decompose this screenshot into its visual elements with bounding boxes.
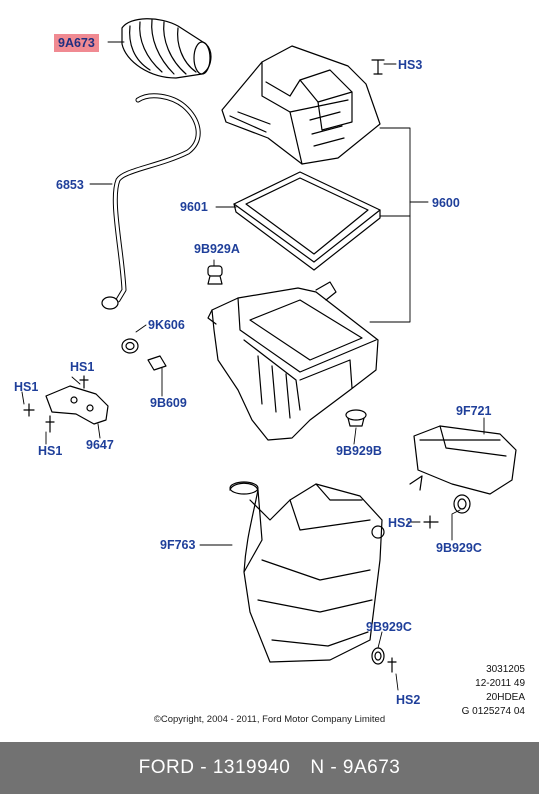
part-9F721-duct bbox=[409, 425, 517, 495]
footer-part-number: FORD - 1319940 bbox=[138, 757, 291, 778]
callout-9647[interactable]: 9647 bbox=[86, 438, 114, 452]
callout-9B929B[interactable]: 9B929B bbox=[336, 444, 382, 458]
callout-9B929A[interactable]: 9B929A bbox=[194, 242, 240, 256]
part-9F763-resonator bbox=[229, 481, 385, 663]
callout-9B929C-lower[interactable]: 9B929C bbox=[366, 620, 412, 634]
callout-9B609[interactable]: 9B609 bbox=[150, 396, 187, 410]
reference-code-1: 3031205 bbox=[486, 664, 525, 675]
part-9K606-seal-ring bbox=[121, 338, 139, 354]
footer-bar: FORD - 1319940 N - 9A673 bbox=[0, 742, 539, 794]
callout-HS2-upper[interactable]: HS2 bbox=[388, 516, 413, 530]
part-6853-tube bbox=[101, 93, 201, 310]
callout-9F763[interactable]: 9F763 bbox=[160, 538, 196, 552]
callout-HS2-lower[interactable]: HS2 bbox=[396, 693, 421, 707]
part-HS2-screw-upper bbox=[423, 515, 439, 529]
callout-9F721[interactable]: 9F721 bbox=[456, 404, 492, 418]
callout-HS1-bottom[interactable]: HS1 bbox=[38, 444, 63, 458]
callout-6853[interactable]: 6853 bbox=[56, 178, 84, 192]
callout-HS1-left[interactable]: HS1 bbox=[14, 380, 39, 394]
part-9A673-bellows bbox=[121, 18, 212, 79]
part-air-cleaner-cover bbox=[221, 45, 381, 165]
callout-9600[interactable]: 9600 bbox=[432, 196, 460, 210]
part-9B929B-grommet bbox=[345, 409, 367, 427]
part-9B609-clip bbox=[147, 355, 167, 371]
callout-9K606[interactable]: 9K606 bbox=[148, 318, 185, 332]
callout-HS3[interactable]: HS3 bbox=[398, 58, 423, 72]
part-9601-filter bbox=[233, 171, 381, 271]
part-9647-bracket bbox=[23, 375, 109, 433]
part-9B929C-grommet-lower bbox=[371, 647, 385, 665]
callout-9B929C-upper[interactable]: 9B929C bbox=[436, 541, 482, 555]
callout-9A673[interactable]: 9A673 bbox=[54, 34, 99, 52]
part-lower-housing bbox=[207, 281, 379, 441]
reference-code-2: 12-2011 49 bbox=[475, 678, 525, 689]
part-9B929A-grommet bbox=[207, 265, 223, 285]
part-9B929C-grommet-upper bbox=[453, 494, 471, 514]
footer-highlighted-part: N - 9A673 bbox=[310, 757, 401, 778]
copyright-notice: ©Copyright, 2004 - 2011, Ford Motor Comp… bbox=[153, 714, 386, 725]
callout-9601[interactable]: 9601 bbox=[180, 200, 208, 214]
exploded-parts-diagram bbox=[21, 18, 517, 691]
leader-lines bbox=[21, 41, 485, 691]
part-HS3-screw bbox=[371, 59, 385, 75]
callout-HS1-top[interactable]: HS1 bbox=[70, 360, 95, 374]
reference-code-3: 20HDEA bbox=[486, 692, 525, 703]
part-HS2-screw-lower bbox=[387, 657, 397, 673]
reference-code-4: G 0125274 04 bbox=[461, 706, 525, 717]
